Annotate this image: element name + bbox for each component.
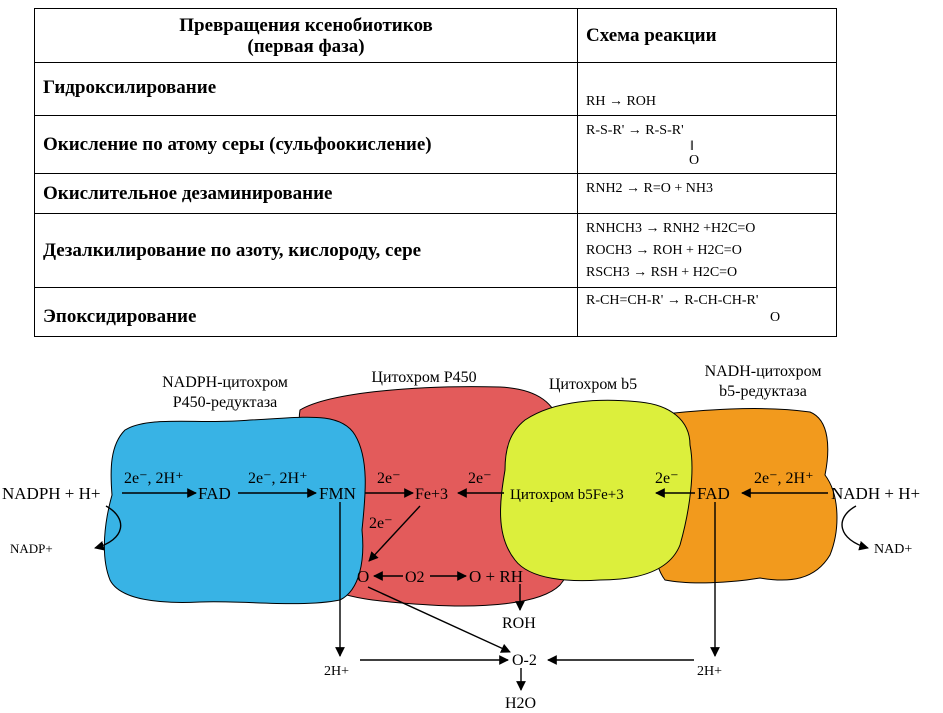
arrows xyxy=(94,488,869,691)
species-o-atom: O xyxy=(357,567,369,586)
row-name-epoxidation: Эпоксидирование xyxy=(34,287,578,337)
species-o2: O2 xyxy=(405,569,425,586)
species-h2o: H2O xyxy=(505,695,536,712)
nadph-reductase-label-line1: NADPH-цитохром xyxy=(162,374,288,391)
species-nadph: NADPH + H+ xyxy=(2,484,101,503)
table-row: Дезалкилирование по азоту, кислороду, се… xyxy=(34,213,837,288)
species-nad: NAD+ xyxy=(874,542,912,557)
row-scheme-hydroxylation: RH → ROH xyxy=(577,62,837,116)
nadph-cytochrome-p450-reductase-shape xyxy=(103,416,366,605)
row-name-hydroxylation: Гидроксилирование xyxy=(34,62,578,116)
arrow-nadh-nad xyxy=(841,505,869,551)
nadh-reductase-label-line2: b5-редуктаза xyxy=(719,383,807,400)
row-scheme-dealkylation: RNHCH3 → RNH2 +H2C=O ROCH3 → ROH + H2C=O… xyxy=(577,213,837,288)
species-roh: ROH xyxy=(502,615,536,632)
row-name-sulfoxidation: Окисление по атому серы (сульфоокисление… xyxy=(34,115,578,174)
species-cyt-b5-fe: Цитохром b5Fe+3 xyxy=(510,487,624,503)
transfer-label-nadph-fad: 2e⁻, 2H⁺ xyxy=(124,470,184,487)
species-h-left: 2H+ xyxy=(324,664,349,679)
species-o2minus: O-2 xyxy=(512,652,537,669)
xenobiotic-reactions-table: Превращения ксенобиотиков (первая фаза) … xyxy=(34,8,837,337)
header-reaction-scheme: Схема реакции xyxy=(577,8,837,63)
species-fad-left: FAD xyxy=(198,484,231,503)
transfer-label-fad-fmn: 2e⁻, 2H⁺ xyxy=(248,470,308,487)
table-header-row: Превращения ксенобиотиков (первая фаза) … xyxy=(34,8,837,63)
cytochrome-p450-label: Цитохром P450 xyxy=(371,369,476,386)
row-scheme-sulfoxidation: R-S-R' → R-S-R' ‖ O xyxy=(577,115,837,174)
arrow-nadph-nadp xyxy=(94,505,122,551)
species-nadh: NADH + H+ xyxy=(831,484,920,503)
cytochrome-b5-shape xyxy=(500,399,693,582)
transfer-label-b5-fe: 2e⁻ xyxy=(468,470,492,487)
row-scheme-deamination: RNH2 → R=O + NH3 xyxy=(577,173,837,214)
electron-transfer-scheme: NADPH-цитохром P450-редуктаза Цитохром P… xyxy=(2,363,920,712)
nadh-reductase-label-line1: NADH-цитохром xyxy=(705,363,822,380)
table-row: Окисление по атому серы (сульфоокисление… xyxy=(34,115,837,174)
arrow-o-o2minus xyxy=(367,586,511,653)
transfer-label-fe-down: 2e⁻ xyxy=(369,515,393,532)
arrow-fe-o xyxy=(368,505,421,562)
table-row: Гидроксилирование RH → ROH xyxy=(34,62,837,116)
table-row: Эпоксидирование R-CH=CH-R' → R-CH-CH-R' … xyxy=(34,287,837,337)
species-fad-right: FAD xyxy=(697,484,730,503)
species-nadp: NADP+ xyxy=(10,541,53,556)
species-fmn: FMN xyxy=(319,484,356,503)
cytochrome-b5-label: Цитохром b5 xyxy=(549,376,637,393)
species-o-rh: O + RH xyxy=(469,567,523,586)
row-scheme-epoxidation: R-CH=CH-R' → R-CH-CH-R' O xyxy=(577,287,837,337)
species-h-right: 2H+ xyxy=(697,664,722,679)
row-name-dealkylation: Дезалкилирование по азоту, кислороду, се… xyxy=(34,213,578,288)
species-fe: Fe+3 xyxy=(415,486,448,503)
nadph-reductase-label-line2: P450-редуктаза xyxy=(173,394,278,411)
transfer-label-fmn-fe: 2e⁻ xyxy=(377,470,401,487)
table-row: Окислительное дезаминирование RNH2 → R=O… xyxy=(34,173,837,214)
header-xenobiotic-transformations: Превращения ксенобиотиков (первая фаза) xyxy=(34,8,578,63)
transfer-label-nadh-fad: 2e⁻, 2H⁺ xyxy=(754,470,814,487)
transfer-label-fad-b5: 2e⁻ xyxy=(655,470,679,487)
row-name-deamination: Окислительное дезаминирование xyxy=(34,173,578,214)
